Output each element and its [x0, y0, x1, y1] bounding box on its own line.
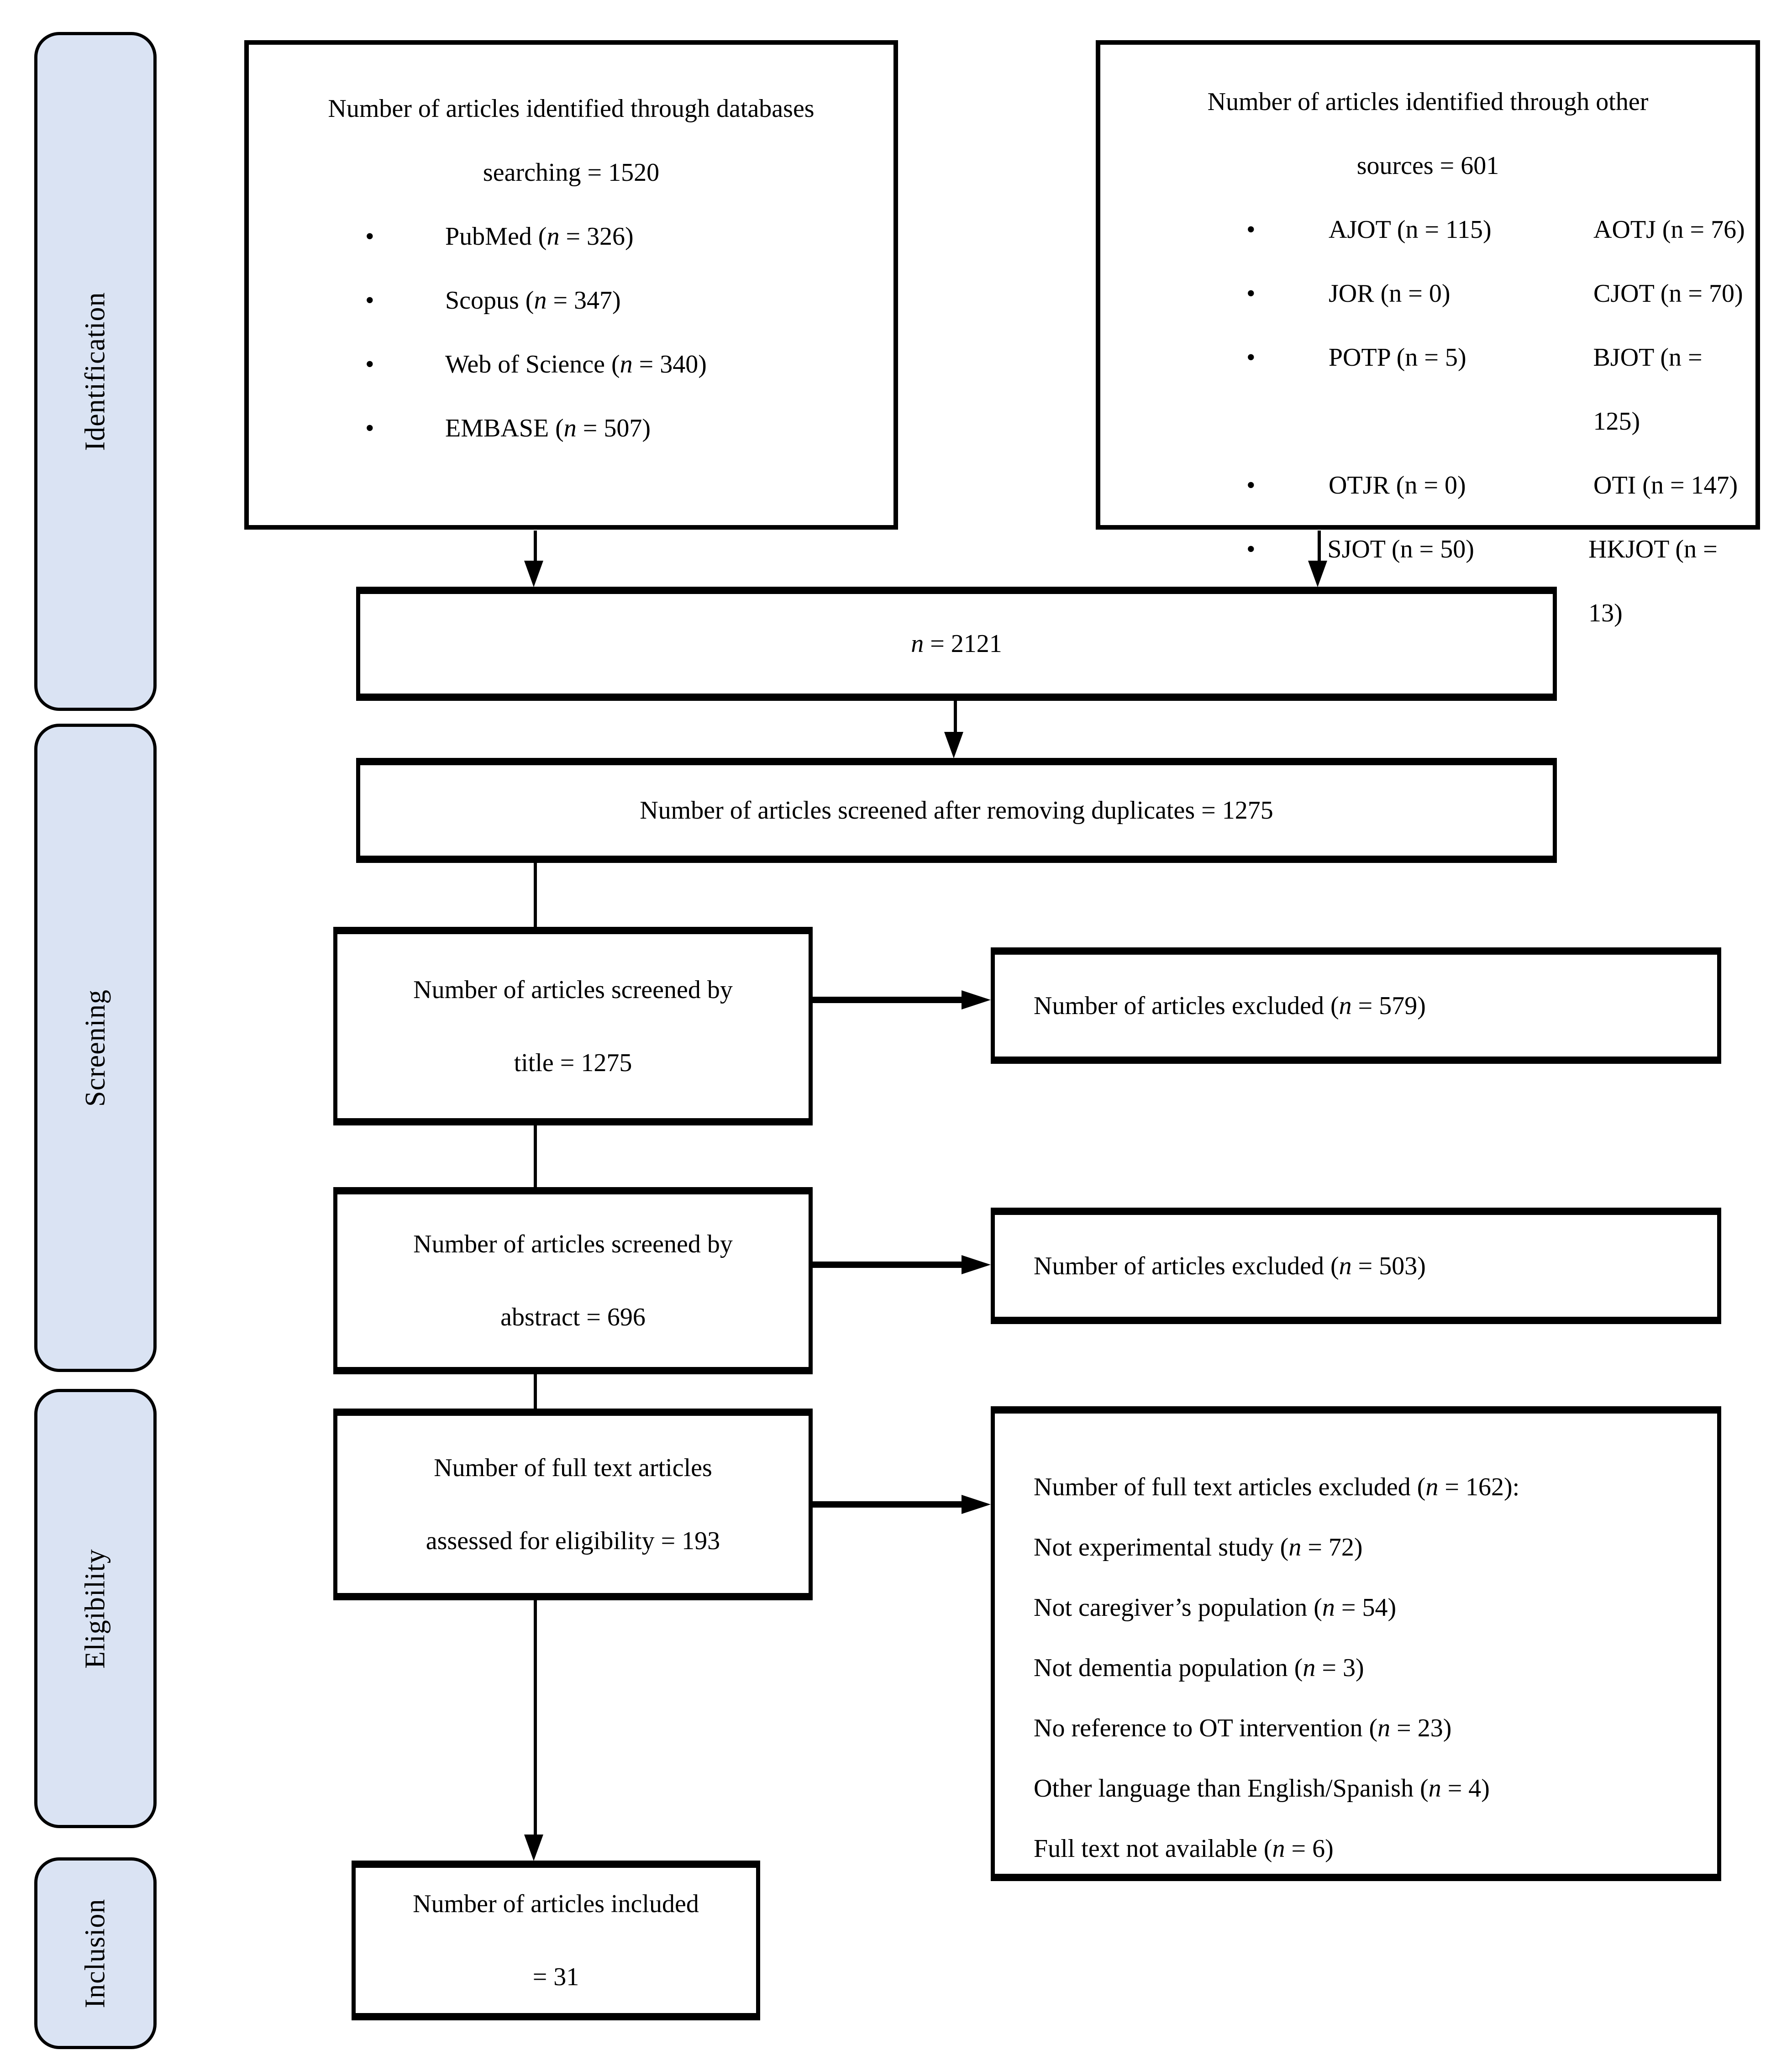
exclusion-reason: Not caregiver’s population (n = 54) — [1034, 1593, 1397, 1622]
list-item: • EMBASE (n = 507) — [249, 396, 893, 460]
excluded-by-abstract-box: Number of articles excluded (n = 503) — [991, 1208, 1721, 1324]
exclusion-reason: No reference to OT intervention (n = 23) — [1034, 1714, 1452, 1742]
duplicates-removed-text: Number of articles screened after removi… — [640, 796, 1273, 825]
exclusion-reason: Not dementia population (n = 3) — [1034, 1654, 1364, 1682]
excluded-by-abstract-text: Number of articles excluded (n = 503) — [1034, 1251, 1426, 1280]
excluded-by-title-box: Number of articles excluded (n = 579) — [991, 947, 1721, 1064]
screened-by-abstract-line1: Number of articles screened by — [413, 1230, 733, 1258]
source-label: OTI (n = 147) — [1593, 471, 1738, 499]
database-item-label: Web of Science (n = 340) — [445, 350, 707, 379]
fulltext-excluded-title: Number of full text articles excluded (n… — [1034, 1473, 1520, 1501]
other-sources-title-line2: sources = 601 — [1356, 152, 1499, 180]
arrow-abstract-to-excluded-head — [962, 1255, 991, 1274]
stage-eligibility-label: Eligibility — [79, 1548, 111, 1669]
bullet-icon: • — [1246, 216, 1256, 244]
total-identified-box: n = 2121 — [356, 587, 1557, 701]
list-item: • Web of Science (n = 340) — [249, 332, 893, 396]
stage-identification-label: Identification — [79, 292, 111, 451]
arrow-fulltext-to-excluded-head — [962, 1495, 991, 1514]
database-item-label: PubMed (n = 326) — [445, 222, 634, 251]
databases-box-title-line1: Number of articles identified through da… — [328, 95, 815, 123]
source-label: OTJR (n = 0) — [1329, 471, 1466, 499]
databases-list: • PubMed (n = 326) • Scopus (n = 347) • Web… — [249, 205, 893, 460]
arrow-title-to-excluded-line — [813, 997, 963, 1003]
source-label: POTP (n = 5) — [1328, 343, 1466, 372]
screened-by-title-line2: title = 1275 — [514, 1048, 632, 1077]
source-label: AJOT (n = 115) — [1329, 216, 1492, 244]
source-row: • AJOT (n = 115) AOTJ (n = 76) — [1100, 198, 1755, 262]
line-title-to-abstract — [534, 1125, 537, 1187]
screened-by-abstract-box: Number of articles screened by abstract … — [333, 1187, 813, 1374]
exclusion-reason: Not experimental study (n = 72) — [1034, 1533, 1363, 1561]
arrow-total-to-duplicates-line — [954, 701, 957, 733]
screened-by-title-line1: Number of articles screened by — [413, 975, 733, 1004]
databases-identified-box: Number of articles identified through da… — [244, 40, 898, 530]
database-item-label: EMBASE (n = 507) — [445, 414, 651, 442]
source-row: • JOR (n = 0) CJOT (n = 70) — [1100, 262, 1755, 326]
arrow-databases-to-total-line — [534, 531, 537, 562]
source-label: CJOT (n = 70) — [1593, 279, 1743, 308]
stage-inclusion-label: Inclusion — [79, 1898, 111, 2008]
stage-inclusion: Inclusion — [34, 1857, 157, 2049]
source-label: HKJOT (n = 13) — [1588, 535, 1718, 627]
exclusion-reason: Other language than English/Spanish (n =… — [1034, 1774, 1490, 1803]
screened-by-title-box: Number of articles screened by title = 1… — [333, 927, 813, 1125]
fulltext-assessed-box: Number of full text articles assessed fo… — [333, 1409, 813, 1600]
excluded-by-title-text: Number of articles excluded (n = 579) — [1034, 991, 1426, 1020]
bullet-icon: • — [1246, 535, 1256, 563]
bullet-icon: • — [365, 286, 374, 315]
databases-box-title-line2: searching = 1520 — [483, 158, 660, 187]
articles-included-line2: = 31 — [532, 1963, 579, 1991]
bullet-icon: • — [1246, 343, 1256, 372]
source-label: SJOT (n = 50) — [1327, 535, 1474, 563]
arrow-abstract-to-excluded-line — [813, 1262, 963, 1268]
line-abstract-to-fulltext — [534, 1374, 537, 1409]
list-item: • PubMed (n = 326) — [249, 205, 893, 268]
arrow-other-to-total-head — [1308, 561, 1327, 587]
arrow-databases-to-total-head — [524, 561, 543, 587]
other-sources-identified-box: Number of articles identified through ot… — [1096, 40, 1760, 627]
fulltext-assessed-line2: assessed for eligibility = 193 — [426, 1527, 720, 1555]
duplicates-removed-box: Number of articles screened after removi… — [356, 758, 1557, 863]
bullet-icon: • — [365, 350, 374, 379]
exclusion-reason: Full text not available (n = 6) — [1034, 1835, 1334, 1863]
articles-included-line1: Number of articles included — [413, 1890, 699, 1918]
source-label: BJOT (n = 125) — [1593, 343, 1703, 436]
source-label: JOR (n = 0) — [1329, 279, 1450, 308]
source-row: • SJOT (n = 50) HKJOT (n = 13) — [1100, 517, 1755, 645]
bullet-icon: • — [365, 414, 374, 442]
screened-by-abstract-line2: abstract = 696 — [500, 1303, 646, 1331]
arrow-other-to-total-line — [1318, 531, 1321, 562]
list-item: • Scopus (n = 347) — [249, 268, 893, 332]
bullet-icon: • — [1246, 279, 1256, 308]
stage-eligibility: Eligibility — [34, 1389, 157, 1828]
bullet-icon: • — [1246, 471, 1256, 499]
stage-screening: Screening — [34, 724, 157, 1372]
arrow-fulltext-to-included-line — [534, 1600, 537, 1835]
fulltext-assessed-line1: Number of full text articles — [434, 1454, 712, 1482]
source-row: • POTP (n = 5) BJOT (n = 125) — [1100, 326, 1755, 453]
arrow-title-to-excluded-head — [962, 990, 991, 1009]
articles-included-box: Number of articles included = 31 — [352, 1861, 760, 2020]
fulltext-excluded-box: Number of full text articles excluded (n… — [991, 1406, 1721, 1881]
arrow-fulltext-to-included-head — [524, 1835, 543, 1861]
other-sources-title-line1: Number of articles identified through ot… — [1207, 88, 1649, 116]
database-item-label: Scopus (n = 347) — [445, 286, 621, 315]
line-duplicates-to-title — [534, 863, 537, 927]
stage-screening-label: Screening — [79, 989, 111, 1107]
stage-identification: Identification — [34, 32, 157, 711]
total-identified-text: n = 2121 — [911, 630, 1002, 658]
source-row: • OTJR (n = 0) OTI (n = 147) — [1100, 453, 1755, 517]
arrow-fulltext-to-excluded-line — [813, 1501, 963, 1508]
arrow-total-to-duplicates-head — [944, 732, 963, 758]
source-label: AOTJ (n = 76) — [1593, 216, 1745, 244]
bullet-icon: • — [365, 222, 374, 251]
